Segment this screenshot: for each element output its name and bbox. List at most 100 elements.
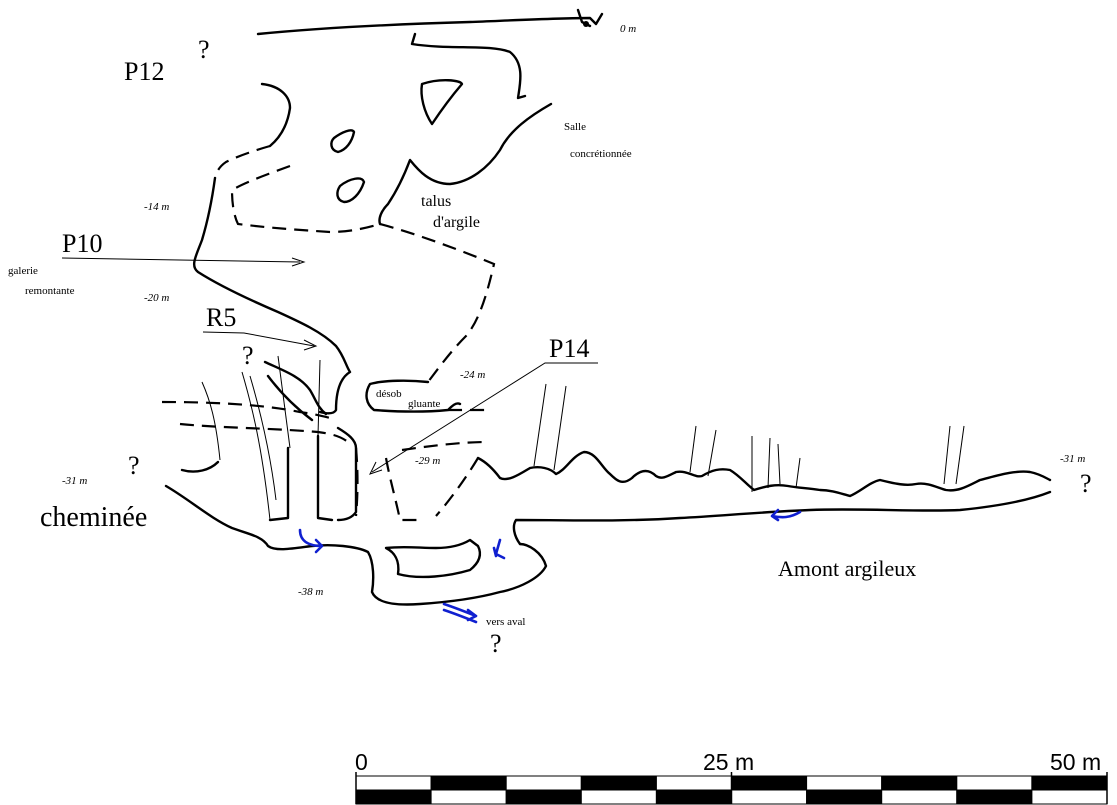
scale-bar-cell [881,789,958,805]
desob-wall [365,379,462,413]
label-concretionnee: concrétionnée [570,148,632,160]
cave-walls [164,8,1052,606]
dashed-gallery-left [354,447,359,517]
ceiling-line [795,457,801,489]
question-mark-r5: ? [242,341,254,370]
pillar-3 [336,177,366,204]
label-p14: P14 [549,334,589,363]
dashed-p12-edge [213,144,271,179]
label-vers-aval: vers aval [486,616,525,628]
left-alcove [180,460,220,473]
question-mark-cheminee: ? [128,451,140,480]
flow-arrow-3 [442,608,478,624]
label-r5: R5 [206,303,236,332]
pillar-2 [330,129,356,154]
main-floor-left [164,484,548,606]
dashed-walls [161,144,496,522]
question-marks: ? ? ? ? ? [128,35,1092,658]
scale-bar-cell [655,775,733,791]
entrance-point [583,21,589,27]
dashed-p14-left [384,457,420,522]
r5-leader [202,331,315,347]
p10-left-wall [192,176,352,415]
gallery-lower-2 [316,434,334,522]
depth-29m: -29 m [415,455,440,467]
ceiling-line [241,371,271,521]
scale-bar-cell [881,775,958,791]
main-floor-branch [384,538,482,579]
label-p10: P10 [62,229,102,258]
ceiling-line [943,425,951,485]
flow-arrow-4 [492,538,506,560]
depth-31m-right: -31 m [1060,453,1085,465]
depth-0m: 0 m [620,23,636,35]
scale-bar-cell [580,789,657,805]
label-remontante: remontante [25,285,75,297]
label-p12: P12 [124,57,164,86]
upstream-floor [512,490,1052,546]
scale-bar-cell [430,775,507,791]
dashed-p14-right [435,457,479,517]
scale-bar-cell [806,775,883,791]
flow-arrow-5 [770,508,802,522]
upstream-ceiling [476,450,1052,498]
ceiling-line [201,381,221,461]
question-mark-aval: ? [490,629,502,658]
ceiling-line [277,355,291,449]
scale-bar-cells [355,772,1108,805]
dashed-p10-edge [230,164,381,234]
label-talus: talus [421,193,451,210]
scale-bar-cell [956,789,1033,805]
label-amont-argileux: Amont argileux [778,556,916,581]
r5-arrowhead [303,339,318,351]
label-salle: Salle [564,121,586,133]
ceiling-line [553,385,567,471]
dashed-mid-2 [179,422,349,443]
flow-arrow-1 [298,528,324,554]
question-mark-top: ? [198,35,210,64]
label-gluante: gluante [408,398,440,410]
dashed-talus-edge [379,222,496,383]
label-desob: désob [376,388,402,400]
ceiling-line [955,425,965,485]
p10-arrowhead [291,257,306,267]
ceiling-line [533,383,547,467]
label-cheminee: cheminée [40,502,147,533]
scale-label-25m: 25 m [703,749,754,775]
scale-bar-cell [355,775,432,791]
entrance-shaft [410,32,527,100]
label-galerie: galerie [8,265,38,277]
scale-bar-cell [430,789,507,805]
scale-bar-cell [1031,789,1108,805]
scale-bar-cell [731,775,808,791]
gallery-lower-1 [336,426,358,522]
leader-lines [61,257,598,475]
scale-label-50m: 50 m [1050,749,1101,775]
p14-leader [371,362,598,473]
p12-wall [260,82,292,148]
label-dargile: d'argile [433,214,480,231]
scale-bar-cell [505,789,582,805]
depth-24m: -24 m [460,369,485,381]
dashed-p14-top [401,440,489,452]
salle-wall [378,102,553,226]
depth-14m: -14 m [144,201,169,213]
pillar-1 [420,79,464,126]
scale-bar-cell [580,775,657,791]
flow-arrows [298,508,802,624]
ceiling-lines [201,355,965,521]
scale-bar-cell [731,789,808,805]
ceiling-line [767,437,771,489]
scale-bar-cell [1031,775,1108,791]
scale-label-0: 0 [355,749,368,775]
scale-bar-cell [655,789,733,805]
depth-20m: -20 m [144,292,169,304]
scale-bar-cell [956,775,1033,791]
scale-bar-cell [355,789,432,805]
depth-31m-left: -31 m [62,475,87,487]
ceiling-line [777,443,781,485]
ceiling-line [249,375,277,501]
ceiling-line [707,429,717,477]
dashed-mid-1 [161,400,331,420]
